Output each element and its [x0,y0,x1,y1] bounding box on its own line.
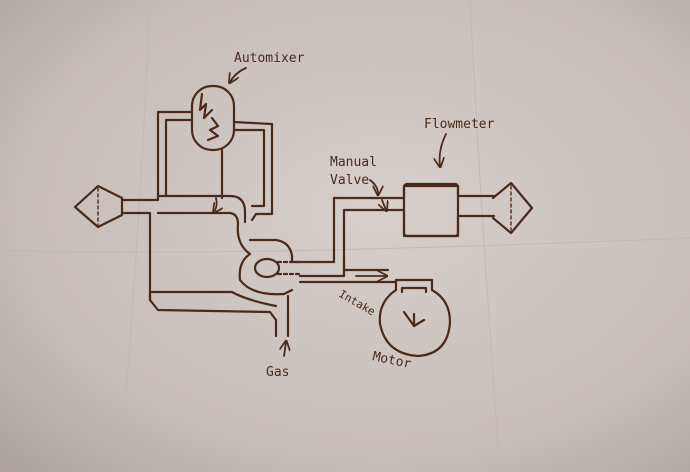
valve-flow-arrow [382,199,386,210]
automixer-unit [156,84,274,222]
flowmeter-arrow [440,133,447,166]
manual-valve-arrow [369,179,378,194]
label-valve: Valve [330,173,369,188]
gas-inlet-pipe [274,294,290,338]
label-flowmeter: Flowmeter [424,117,495,132]
left-supply-pipe [120,194,278,322]
mixer-chamber [148,222,302,308]
right-diamond-terminal [491,181,534,235]
flowmeter-box [402,182,460,238]
annotation-arrows [214,67,447,357]
gas-arrow [284,342,286,357]
automixer-arrow [230,67,247,82]
label-manual: Manual [330,155,377,170]
motor-unit [378,278,452,358]
flow-arrow-mixer [214,197,217,212]
intake-pipe [298,260,398,284]
left-diamond-terminal [73,184,124,229]
label-gas: Gas [266,365,289,380]
label-automixer: Automixer [234,51,305,66]
